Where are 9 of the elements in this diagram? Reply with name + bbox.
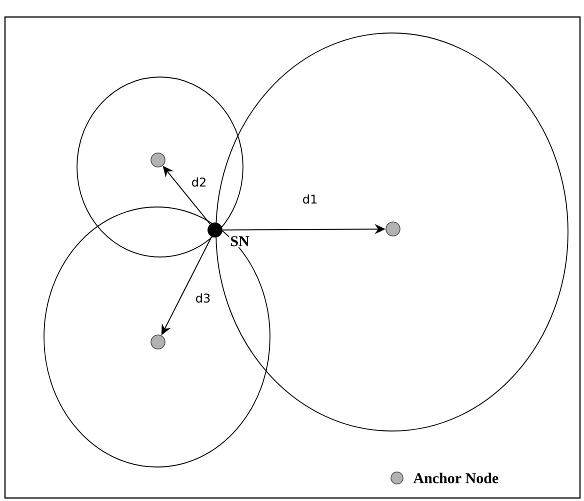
legend-label: Anchor Node (413, 472, 498, 484)
sensor-node (208, 222, 222, 238)
anchor-node (150, 152, 166, 168)
anchor-node (386, 222, 400, 236)
edge-label: d1 (303, 194, 317, 204)
edge-label: d3 (196, 293, 210, 303)
edge-label: d2 (192, 177, 206, 187)
anchor-node (150, 334, 166, 350)
node-label: SN (229, 235, 250, 248)
